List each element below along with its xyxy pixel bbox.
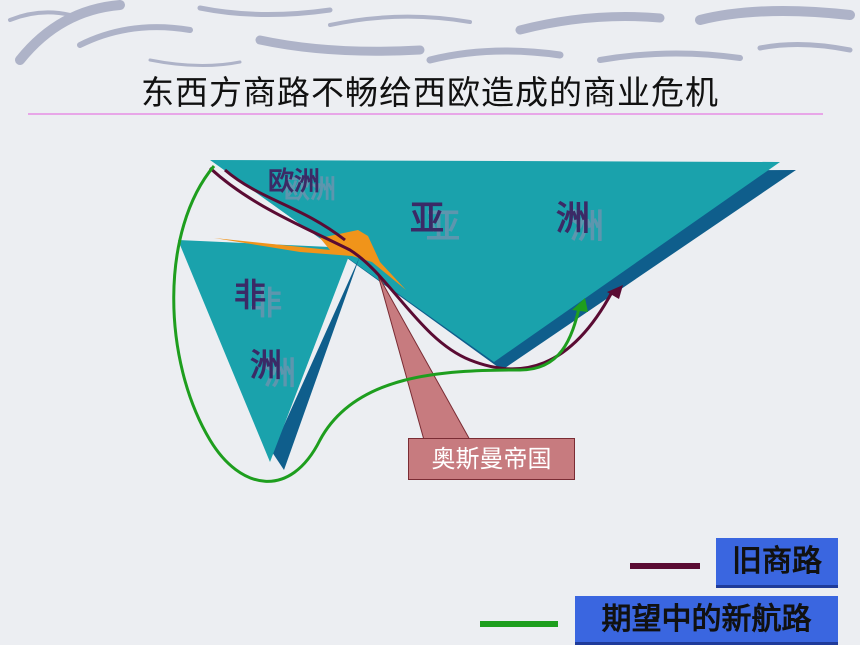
legend-new-route-label: 期望中的新航路: [575, 596, 838, 645]
label-africa-2: 洲: [250, 346, 282, 384]
new-sea-route: [172, 165, 582, 483]
africa-shape: [178, 240, 352, 462]
label-africa-1: 非: [234, 276, 266, 314]
label-europe-shadow: 欧洲: [284, 174, 336, 205]
ottoman-empire-shape: [214, 230, 406, 290]
label-africa-1-shadow: 非: [250, 284, 282, 322]
new-route-arrow: [572, 298, 588, 312]
ottoman-empire-callout: 奥斯曼帝国: [408, 438, 575, 480]
label-asia-2-shadow: 洲: [570, 207, 604, 247]
old-route-arrow: [607, 285, 623, 299]
legend-old-route-label: 旧商路: [716, 538, 838, 588]
old-trade-route-branch: [224, 168, 346, 242]
page-title: 东西方商路不畅给西欧造成的商业危机: [141, 73, 719, 112]
title-divider: [28, 113, 823, 115]
africa-shadow: [272, 256, 360, 470]
label-europe: 欧洲: [268, 166, 320, 197]
label-africa-2-shadow: 洲: [264, 354, 296, 392]
legend-new-route-line: [480, 621, 558, 627]
old-trade-route: [208, 166, 614, 371]
legend-old-route-line: [630, 563, 700, 569]
label-asia-1: 亚: [410, 199, 444, 239]
label-asia-2: 洲: [556, 199, 590, 239]
eurasia-shape: [210, 160, 780, 362]
label-asia-1-shadow: 亚: [426, 207, 460, 247]
decorative-brush-strokes: [8, 0, 855, 68]
